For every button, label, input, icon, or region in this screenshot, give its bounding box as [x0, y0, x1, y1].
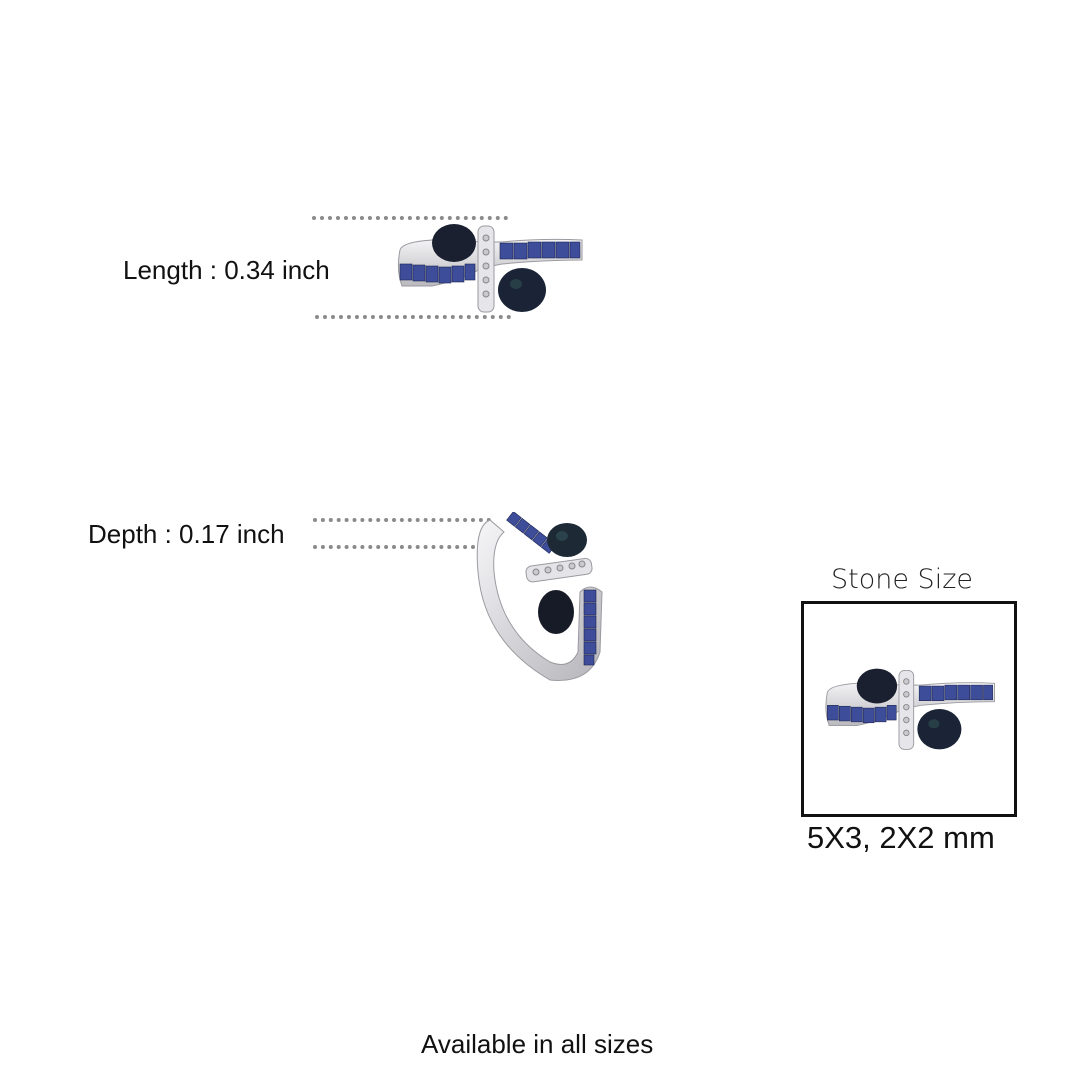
- depth-top-guide-line: [313, 518, 491, 522]
- length-label: Length : 0.34 inch: [123, 255, 330, 285]
- availability-note: Available in all sizes: [421, 1029, 654, 1059]
- length-bottom-guide-line: [315, 315, 511, 319]
- depth-label: Depth : 0.17 inch: [88, 519, 285, 549]
- depth-bottom-guide-line: [313, 545, 491, 549]
- stone-size-value: 5X3, 2X2 mm: [807, 820, 995, 855]
- ring-stone-view-image: [825, 668, 995, 750]
- length-top-guide-line: [312, 216, 508, 220]
- stone-size-frame: [801, 601, 1017, 817]
- ring-top-view-image: [397, 224, 583, 313]
- stone-size-title: Stone Size: [831, 564, 973, 595]
- ring-angle-view-image: [476, 512, 603, 681]
